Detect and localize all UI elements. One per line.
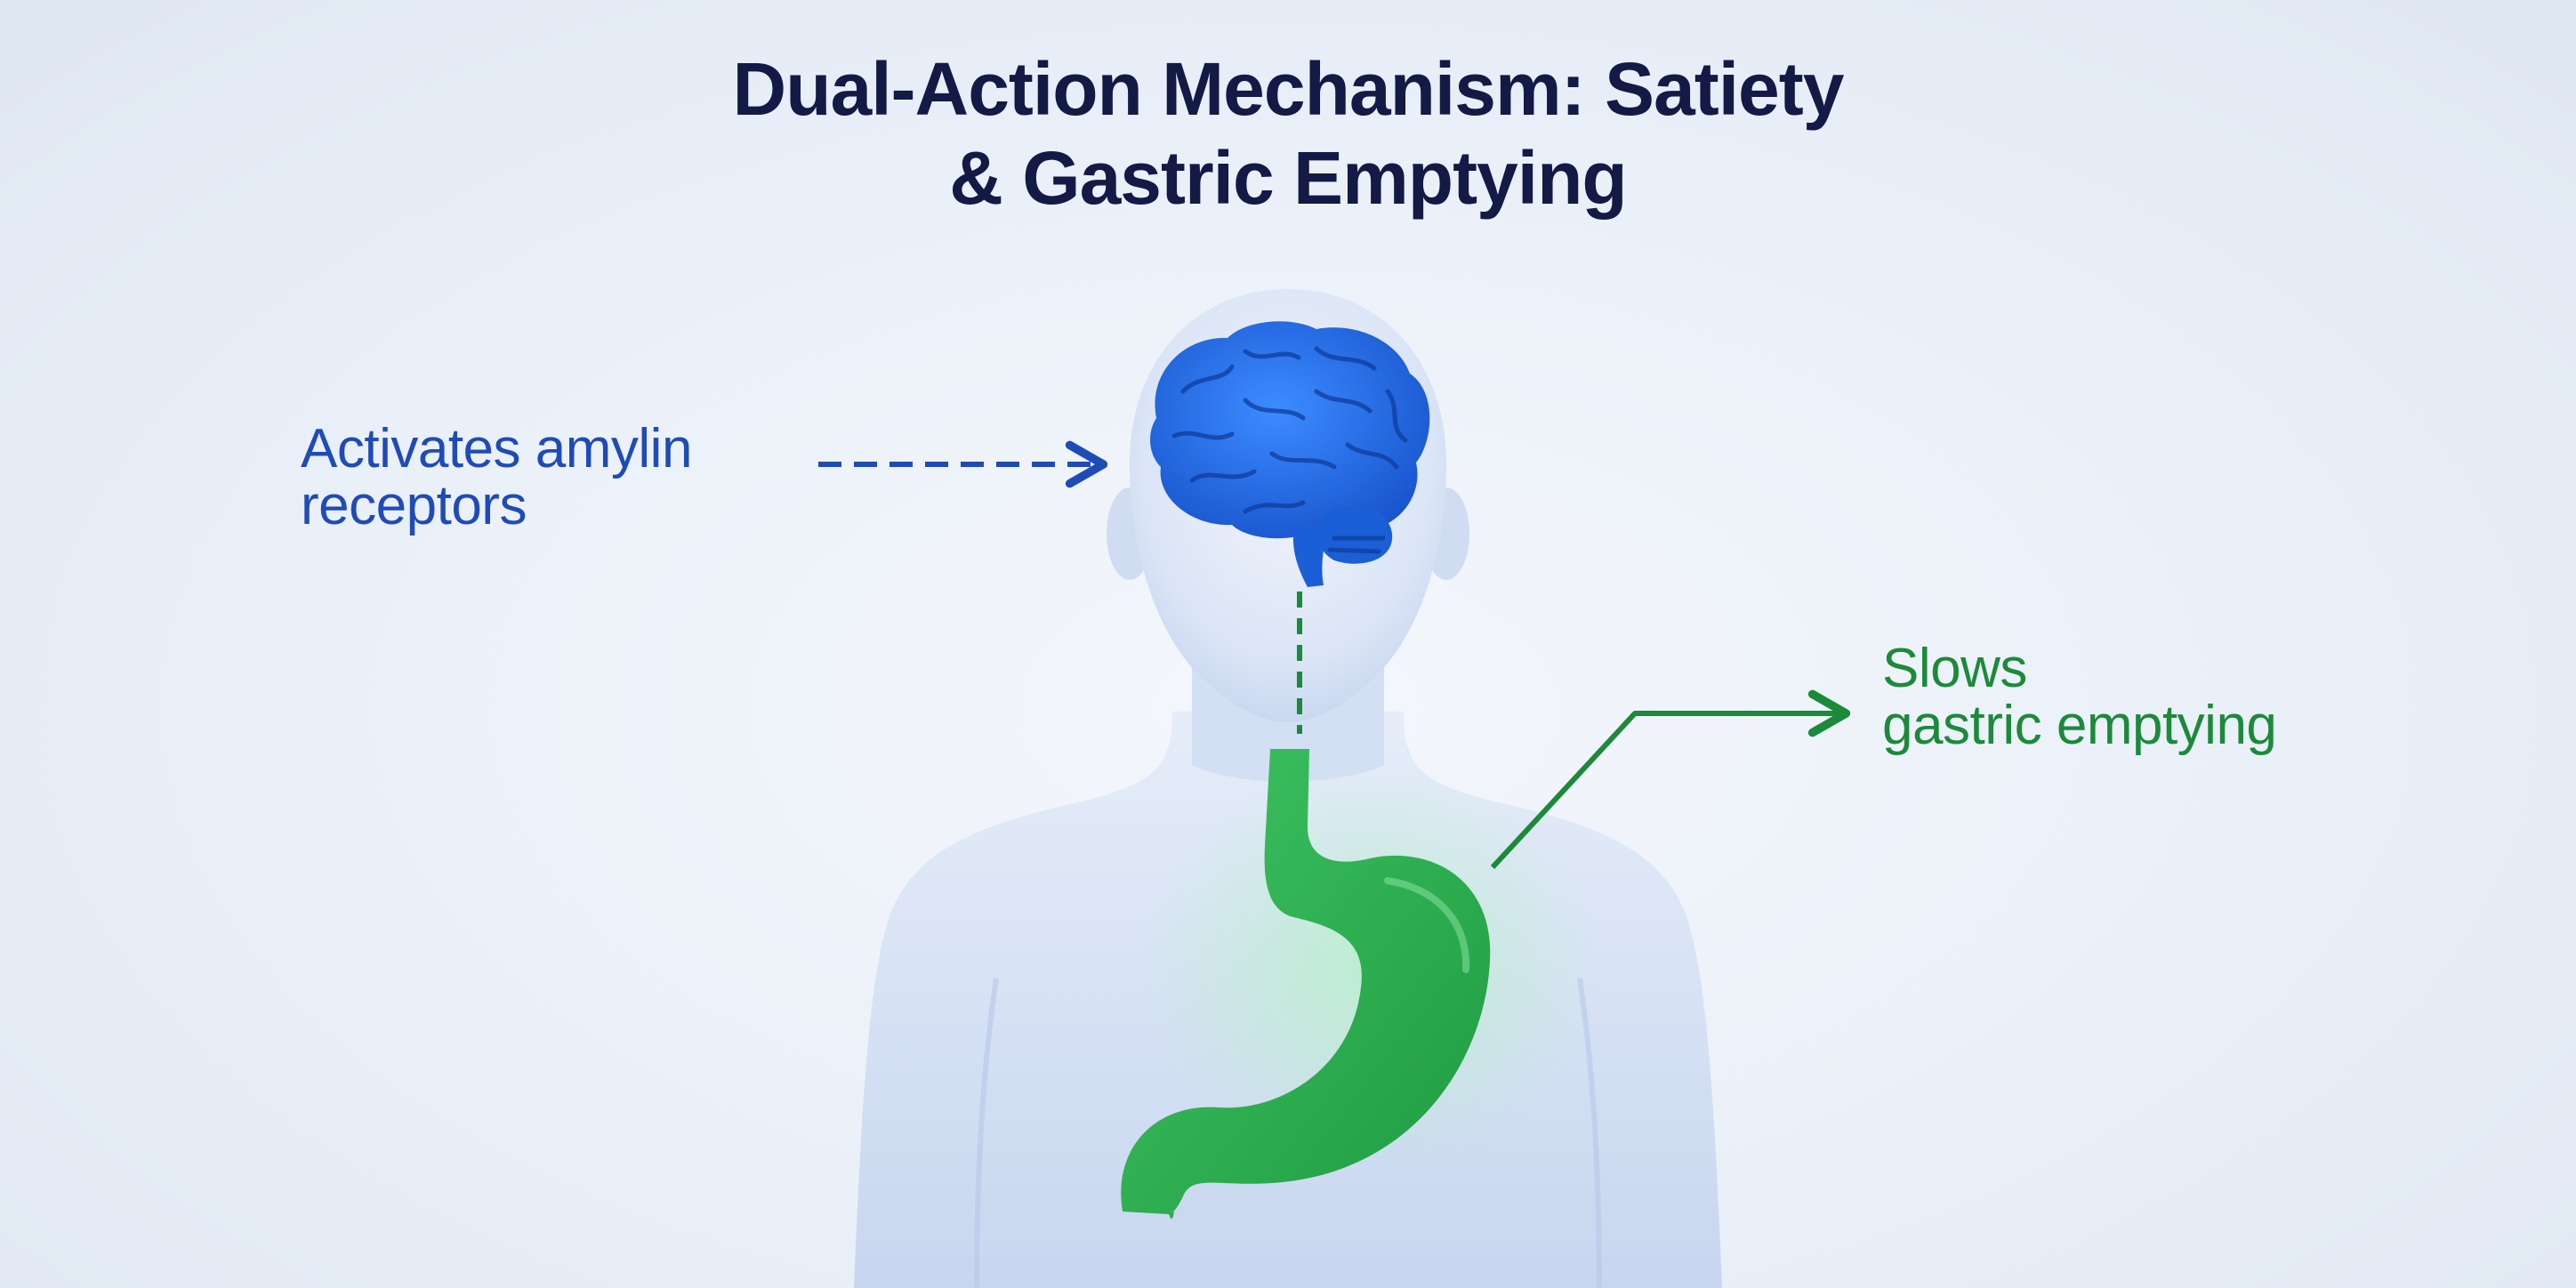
stomach-callout-label: Slows gastric emptying <box>1882 638 2277 756</box>
brain-callout-line-2: receptors <box>301 475 527 536</box>
stomach-callout-line-2: gastric emptying <box>1882 695 2277 756</box>
brain-callout-label: Activates amylin receptors <box>301 421 692 535</box>
brain-callout-line-1: Activates amylin <box>301 418 692 479</box>
brain-icon <box>1150 321 1430 587</box>
stomach-callout-line-1: Slows <box>1882 638 2027 699</box>
stomach-callout-arrow <box>1490 689 1851 870</box>
title-line-1: Dual-Action Mechanism: Satiety <box>732 47 1845 131</box>
title-line-2: & Gastric Emptying <box>949 136 1628 220</box>
stomach-outline-highlight <box>1384 877 1470 973</box>
diagram-title: Dual-Action Mechanism: Satiety & Gastric… <box>0 44 2576 222</box>
stomach-icon <box>1121 749 1491 1220</box>
left-arm-contour <box>974 978 999 1288</box>
